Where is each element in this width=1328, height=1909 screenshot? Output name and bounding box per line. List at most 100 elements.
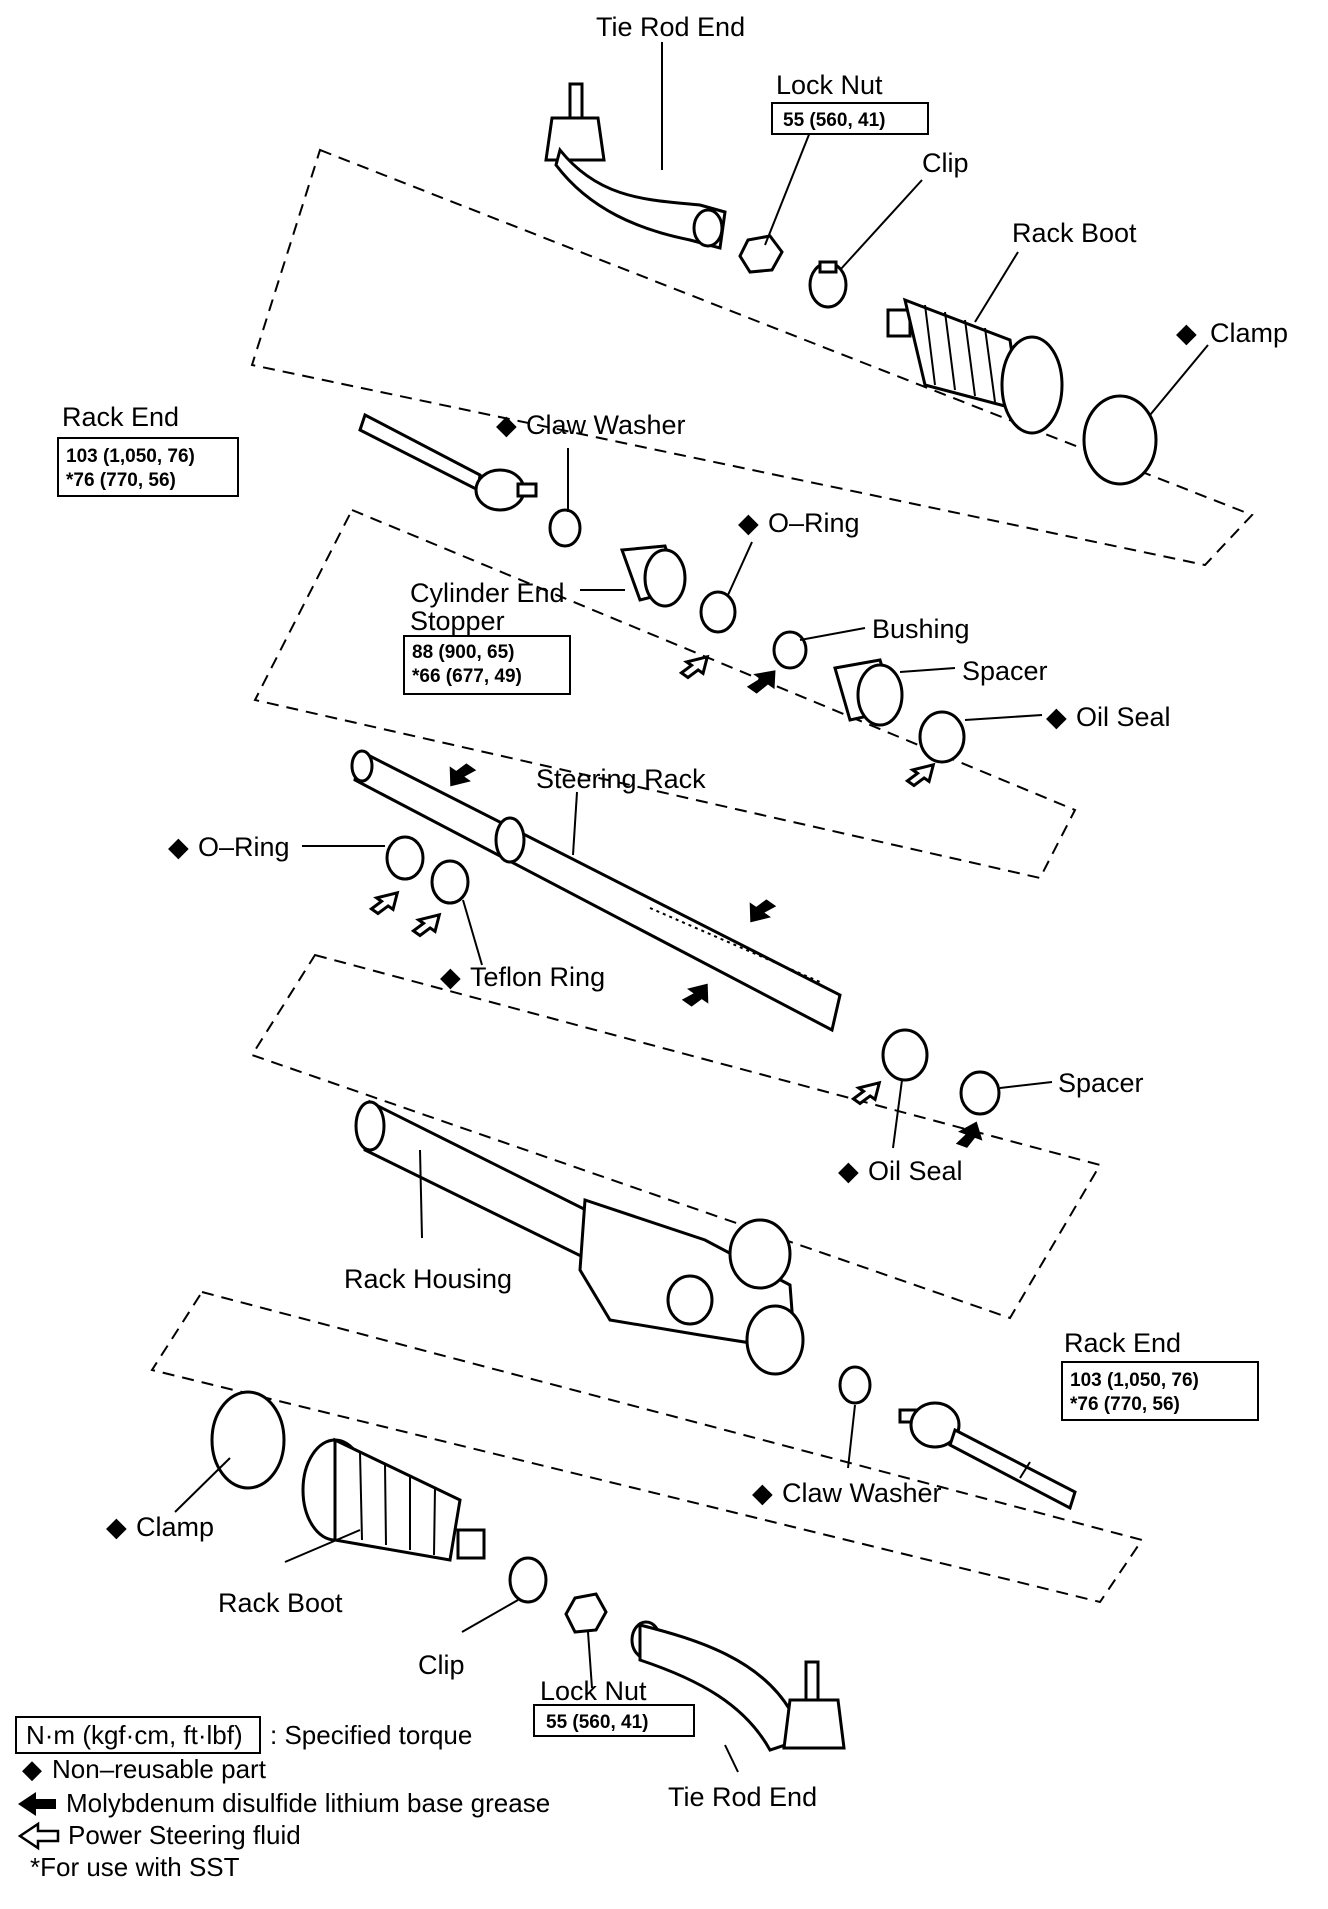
label-tie-rod-end-bottom: Tie Rod End (668, 1782, 817, 1812)
lock-nut-top-torque-box (771, 102, 929, 135)
label-clamp-top: Clamp (1210, 318, 1288, 348)
lock-nut-top-torque: 55 (560, 41) (783, 110, 885, 131)
grease-arrow-3 (749, 899, 777, 923)
label-teflon-ring: Teflon Ring (470, 962, 605, 992)
non-reusable-icon: ◆ (106, 1512, 127, 1542)
spacer-upper-part (833, 658, 904, 727)
label-lock-nut-top: Lock Nut (776, 70, 883, 100)
claw-washer-bottom-part (838, 1365, 872, 1405)
ps-fluid-arrow-4 (410, 912, 442, 938)
spacer-lower-part (959, 1070, 1001, 1116)
group-outline-cylinder (253, 508, 1077, 880)
label-cylinder-end-2: Stopper (410, 606, 505, 636)
grease-arrow-5 (955, 1121, 983, 1148)
label-rack-boot-bottom: Rack Boot (218, 1588, 343, 1618)
label-rack-boot-top: Rack Boot (1012, 218, 1137, 248)
ps-fluid-arrow-3 (368, 890, 400, 916)
rack-housing-part (354, 1099, 805, 1376)
rack-end-top-part (358, 412, 538, 512)
legend-torque-unit: N·m (kgf·cm, ft·lbf) (26, 1720, 243, 1750)
leader-lines (174, 42, 1209, 1773)
grease-arrow-1 (746, 670, 776, 694)
clip-top-part (808, 260, 848, 309)
label-rack-end-top: Rack End (62, 402, 179, 432)
label-spacer-lower: Spacer (1058, 1068, 1144, 1098)
claw-washer-top-part (548, 508, 582, 548)
clamp-bottom-part (210, 1390, 286, 1490)
label-rack-housing: Rack Housing (344, 1264, 512, 1294)
fluid-arrow-icon (17, 1821, 60, 1851)
label-cylinder-end-1: Cylinder End (410, 578, 565, 608)
legend-torque-desc: : Specified torque (270, 1720, 472, 1750)
non-reusable-icon: ◆ (496, 410, 517, 440)
label-steering-rack: Steering Rack (536, 764, 706, 794)
non-reusable-icon: ◆ (440, 962, 461, 992)
label-tie-rod-end-top: Tie Rod End (596, 12, 745, 42)
label-oil-seal-upper: Oil Seal (1076, 702, 1171, 732)
grease-arrow-2 (449, 763, 477, 787)
lock-nut-bottom-part (564, 1592, 608, 1634)
legend-ps-fluid: Power Steering fluid (68, 1820, 301, 1850)
o-ring-upper-part (699, 590, 737, 634)
rack-end-top-torque-2: *76 (770, 56) (66, 470, 176, 491)
label-clip-top: Clip (922, 148, 969, 178)
label-bushing: Bushing (872, 614, 970, 644)
label-claw-washer-bottom: Claw Washer (782, 1478, 942, 1508)
clip-bottom-part (508, 1556, 548, 1604)
cylinder-end-torque-1: 88 (900, 65) (412, 642, 514, 663)
cylinder-end-torque-2: *66 (677, 49) (412, 666, 522, 687)
oil-seal-upper-part (918, 710, 966, 764)
tie-rod-end-top-part (544, 82, 727, 250)
rack-end-bottom-torque-2: *76 (770, 56) (1070, 1394, 1180, 1415)
clamp-top-part (1082, 394, 1158, 486)
rack-end-bottom-torque-box (1061, 1361, 1259, 1421)
non-reusable-icon: ◆ (22, 1754, 42, 1784)
rack-end-bottom-part (898, 1401, 1077, 1511)
non-reusable-icon: ◆ (1046, 702, 1067, 732)
o-ring-lower-part (385, 835, 425, 881)
rack-end-bottom-torque-1: 103 (1,050, 76) (1070, 1370, 1199, 1391)
rack-end-top-torque-1: 103 (1,050, 76) (66, 446, 195, 467)
lock-nut-top-part (738, 234, 784, 274)
bushing-part (772, 630, 808, 670)
legend-non-reusable: Non–reusable part (52, 1754, 267, 1784)
label-spacer-upper: Spacer (962, 656, 1048, 686)
label-rack-end-bottom: Rack End (1064, 1328, 1181, 1358)
label-oil-seal-lower: Oil Seal (868, 1156, 963, 1186)
lock-nut-bottom-torque: 55 (560, 41) (546, 1712, 648, 1733)
legend-sst-note: *For use with SST (30, 1852, 240, 1882)
tie-rod-end-bottom-part (630, 1620, 846, 1752)
legend: N·m (kgf·cm, ft·lbf) : Specified torque … (15, 1716, 550, 1882)
group-outline-housing (250, 953, 1102, 1320)
grease-arrow-4 (681, 983, 709, 1007)
teflon-ring-part (430, 859, 470, 905)
oil-seal-lower-part (881, 1028, 929, 1082)
label-o-ring-lower: O–Ring (198, 832, 290, 862)
ps-fluid-arrow-5 (850, 1080, 882, 1106)
cylinder-end-torque-box (403, 635, 571, 695)
lock-nut-bottom-torque-box (533, 1704, 695, 1737)
label-clip-bottom: Clip (418, 1650, 465, 1680)
grease-arrow-icon (18, 1792, 56, 1816)
label-o-ring-upper: O–Ring (768, 508, 860, 538)
legend-moly-grease: Molybdenum disulfide lithium base grease (66, 1788, 550, 1818)
non-reusable-icon: ◆ (738, 508, 759, 538)
non-reusable-icon: ◆ (1176, 318, 1197, 348)
group-outline-lower (150, 1290, 1144, 1604)
label-clamp-bottom: Clamp (136, 1512, 214, 1542)
steering-rack-part (350, 749, 842, 1033)
cylinder-end-stopper-part (619, 544, 687, 608)
ps-fluid-arrow-2 (904, 762, 936, 788)
non-reusable-icon: ◆ (838, 1156, 859, 1186)
non-reusable-icon: ◆ (168, 832, 189, 862)
rack-end-top-torque-box (57, 437, 239, 497)
rack-boot-top-part (886, 297, 1064, 435)
label-lock-nut-bottom: Lock Nut (540, 1676, 647, 1706)
rack-boot-bottom-part (301, 1437, 486, 1562)
legend-torque-box (15, 1716, 261, 1754)
non-reusable-icon: ◆ (752, 1478, 773, 1508)
label-claw-washer-top: Claw Washer (526, 410, 686, 440)
group-outline-upper (250, 148, 1254, 567)
